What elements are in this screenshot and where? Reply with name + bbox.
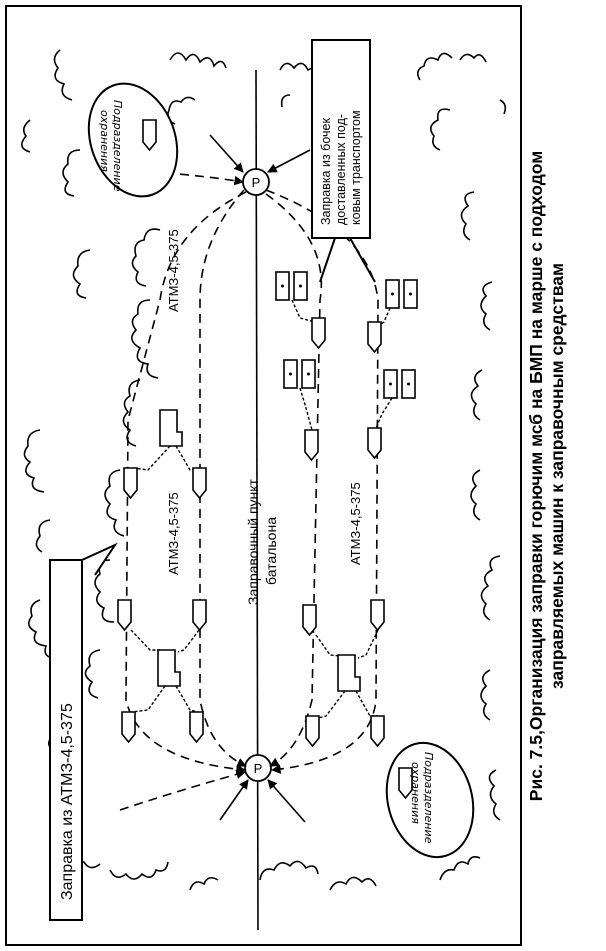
svg-text:охранения: охранения — [98, 110, 111, 172]
label-refuel-point: Заправочный пункт батальона — [245, 478, 279, 605]
label-atmz-bottom: АТМЗ-4,5-375 — [348, 482, 363, 565]
barrel-group-3 — [283, 359, 319, 461]
guard-bottom: Подразделение охранения — [385, 741, 475, 859]
svg-text:Р: Р — [252, 175, 261, 190]
barrel-group-4 — [367, 369, 416, 459]
regulator-bottom: Р — [244, 754, 272, 782]
label-refuel-atmz: Заправка из АТМЗ-4,5-375 — [49, 542, 118, 921]
barrel-group-2 — [367, 279, 418, 353]
label-atmz-top-left: АТМЗ-4,5-375 — [166, 229, 181, 312]
label-refuel-barrels: Заправка из бочек доставленных под- ковы… — [311, 39, 376, 283]
svg-text:Заправка из АТМЗ-4,5-375: Заправка из АТМЗ-4,5-375 — [59, 703, 76, 900]
tanker-group-top — [123, 409, 207, 499]
svg-text:Р: Р — [254, 761, 263, 776]
barrel-group-1 — [275, 271, 326, 349]
svg-text:Подразделение: Подразделение — [111, 100, 124, 192]
tanker-group-middle — [117, 599, 207, 743]
road — [255, 69, 259, 931]
svg-text:ковым транспортом: ковым транспортом — [349, 110, 363, 225]
svg-text:батальона: батальона — [263, 517, 279, 585]
svg-text:доставленных под-: доставленных под- — [334, 114, 348, 225]
entry-arrows — [209, 134, 311, 823]
guard-top: Подразделение охранения — [87, 82, 179, 198]
svg-text:Подразделение: Подразделение — [422, 752, 435, 844]
svg-text:Заправочный пункт: Заправочный пункт — [245, 478, 261, 605]
forest-outline — [21, 49, 507, 891]
frame — [5, 5, 522, 946]
svg-text:Заправка из бочек: Заправка из бочек — [319, 118, 333, 225]
tanker-group-right — [302, 599, 385, 747]
svg-text:охранения: охранения — [409, 762, 422, 824]
regulator-top: Р — [242, 168, 270, 196]
label-atmz-top-mid: АТМЗ-4,5-375 — [166, 492, 181, 575]
